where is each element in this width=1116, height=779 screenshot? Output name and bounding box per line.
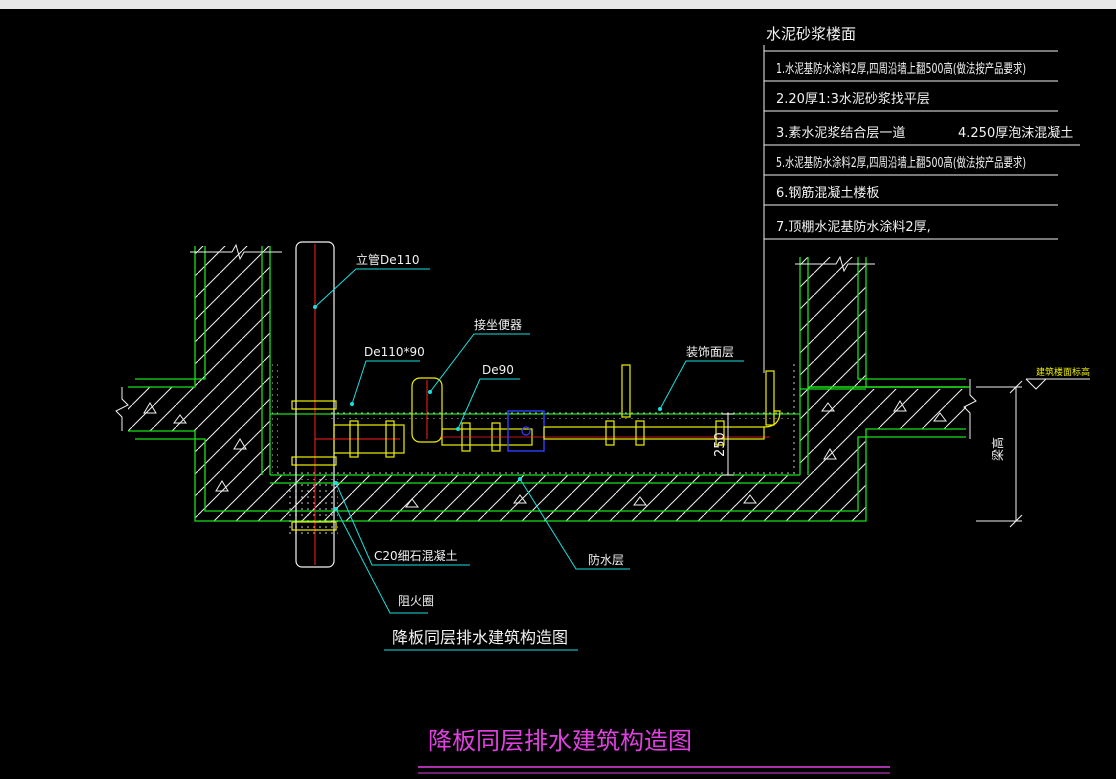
legend-item-6: 6.钢筋混凝土楼板 — [776, 185, 879, 201]
label-tee: De110*90 — [364, 345, 425, 359]
dimensions — [722, 380, 1023, 528]
cad-drawing-canvas: 水泥砂浆楼面 1.水泥基防水涂料2厚,四周沿墙上翻500高(做法按产品要求) 2… — [115, 25, 1090, 774]
left-floor-slab — [128, 387, 195, 431]
label-level-mark: 建筑楼面标高 — [1036, 366, 1090, 378]
label-dim-250: 250 — [713, 432, 728, 457]
sunken-slab — [195, 475, 866, 521]
right-floor-slab — [800, 389, 966, 475]
label-riser: 立管De110 — [356, 252, 420, 267]
legend-item-7: 7.顶棚水泥基防水涂料2厚, — [776, 219, 931, 235]
legend-item-3: 3.素水泥浆结合层一道 — [776, 126, 905, 141]
label-toilet-connector: 接坐便器 — [474, 317, 522, 332]
legend-item-2: 2.20厚1:3水泥砂浆找平层 — [776, 92, 930, 107]
left-wall — [195, 246, 270, 475]
legend-item-5: 5.水泥基防水涂料2厚,四周沿墙上翻500高(做法按产品要求) — [776, 155, 1026, 171]
toilet-connector — [411, 377, 443, 443]
drain-pipes — [291, 241, 781, 568]
legend-item-4: 4.250厚泡沫混凝土 — [958, 125, 1073, 141]
level-mark — [808, 378, 1090, 390]
window-top-bar — [0, 0, 1116, 9]
riser-pipe — [295, 241, 335, 568]
label-fine-concrete: C20细石混凝土 — [374, 548, 458, 563]
leaders — [314, 268, 744, 614]
legend-item-1: 1.水泥基防水涂料2厚,四周沿墙上翻500高(做法按产品要求) — [776, 61, 1026, 77]
label-branch: De90 — [482, 363, 514, 377]
structure — [115, 243, 977, 537]
right-wall — [800, 257, 866, 389]
label-waterproof: 防水层 — [588, 552, 624, 567]
main-title: 降板同层排水建筑构造图 — [428, 727, 692, 755]
label-fire-collar: 阻火圈 — [398, 594, 434, 608]
label-finish-layer: 装饰面层 — [686, 345, 734, 359]
legend-heading: 水泥砂浆楼面 — [766, 25, 856, 43]
drawing-title: 降板同层排水建筑构造图 — [392, 628, 568, 647]
label-beam-height: 梁高 — [990, 437, 1005, 461]
legend-box — [763, 45, 1080, 373]
